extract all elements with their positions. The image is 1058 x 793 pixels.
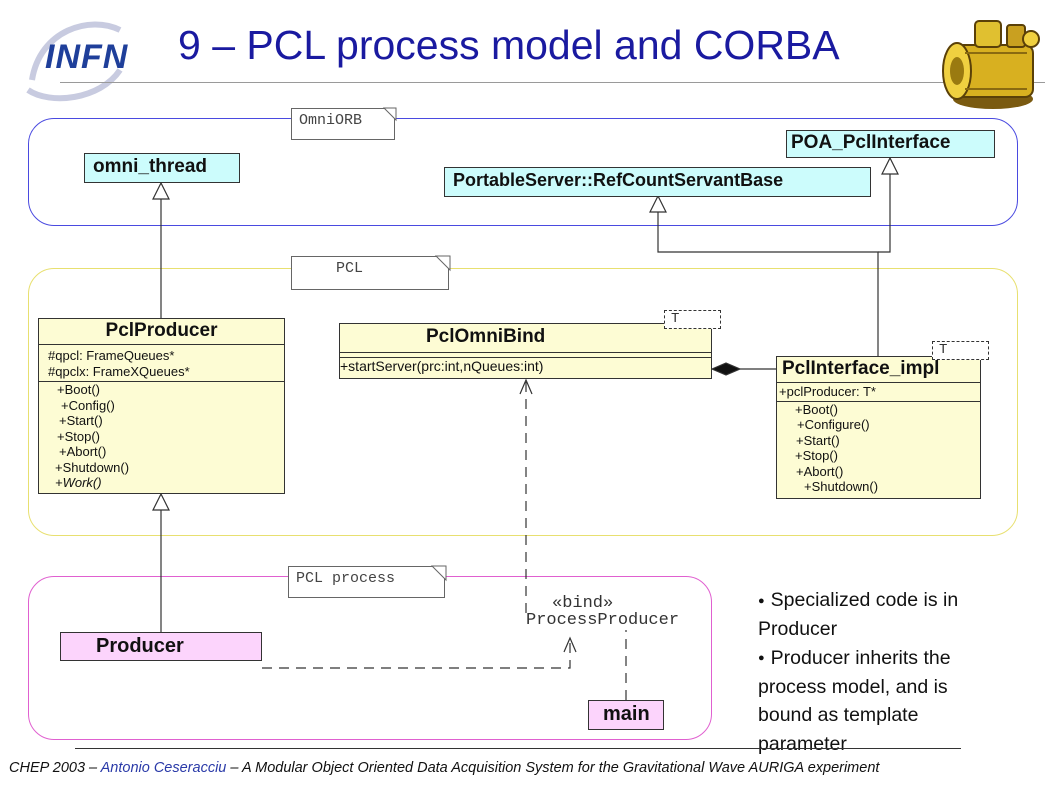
bullet-dot-icon: ● bbox=[758, 652, 765, 665]
class-poa-name: POA_PclInterface bbox=[791, 132, 951, 153]
class-main[interactable]: main bbox=[588, 700, 664, 730]
package-pcl bbox=[28, 268, 1018, 536]
footer-paper-title: – A Modular Object Oriented Data Acquisi… bbox=[226, 760, 880, 776]
package-label-pcl-text: PCL bbox=[336, 260, 364, 277]
class-pclomnibind[interactable]: PclOmniBind +startServer(prc:int,nQueues… bbox=[339, 323, 712, 379]
pclinterface-op: +Configure() bbox=[797, 417, 870, 432]
bind-stereotype: «bind» bbox=[552, 594, 614, 613]
pclinterface-op: +Abort() bbox=[796, 463, 844, 479]
footer-conference: CHEP 2003 – bbox=[9, 760, 101, 776]
class-pclproducer-name: PclProducer bbox=[105, 320, 218, 341]
pclomnibind-template-param: T bbox=[664, 310, 721, 329]
package-label-omniorb: OmniORB bbox=[291, 108, 395, 140]
title-rule bbox=[60, 82, 1045, 83]
class-main-name: main bbox=[603, 703, 650, 725]
pclinterface-template-param: T bbox=[932, 341, 989, 360]
footer-rule bbox=[75, 748, 961, 749]
infn-logo-text: INFN bbox=[45, 38, 129, 76]
process-producer-label: ProcessProducer bbox=[526, 611, 680, 630]
pclproducer-attr: #qpclx: FrameXQueues* bbox=[48, 363, 190, 379]
bullet-text: Specialized code is in Producer bbox=[758, 589, 959, 641]
pclproducer-op: +Config() bbox=[61, 397, 115, 413]
class-refcount-name: PortableServer::RefCountServantBase bbox=[453, 170, 784, 190]
pclinterface-op: +Start() bbox=[796, 432, 840, 448]
class-omni-thread[interactable]: omni_thread bbox=[84, 153, 240, 183]
pclinterface-operations: +Boot() +Configure() +Start() +Stop() +A… bbox=[777, 402, 980, 495]
pclomnibind-op: +startServer(prc:int,nQueues:int) bbox=[340, 358, 544, 374]
pclinterface-op: +Shutdown() bbox=[804, 479, 879, 494]
pclproducer-attributes: #qpcl: FrameQueues* #qpclx: FrameXQueues… bbox=[39, 345, 284, 381]
pclproducer-attr: #qpcl: FrameQueues* bbox=[48, 348, 175, 363]
footer-author: Antonio Ceseracciu bbox=[100, 760, 227, 776]
slide-title: 9 – PCL process model and CORBA bbox=[178, 22, 840, 68]
pclinterface-op: +Stop() bbox=[795, 448, 838, 463]
package-label-pcl: PCL bbox=[291, 256, 449, 290]
pclinterface-op: +Boot() bbox=[795, 401, 838, 417]
class-pclinterface-impl-name: PclInterface_impl bbox=[782, 358, 940, 379]
bullet-dot-icon: ● bbox=[758, 594, 765, 607]
infn-logo-icon bbox=[20, 10, 130, 110]
class-pclinterface-impl[interactable]: PclInterface_impl +pclProducer: T* +Boot… bbox=[776, 356, 981, 499]
class-omni-thread-name: omni_thread bbox=[93, 156, 208, 177]
bullet-text: Producer inherits the process model, and… bbox=[758, 646, 951, 755]
pclproducer-op: +Abort() bbox=[59, 444, 107, 459]
class-producer[interactable]: Producer bbox=[60, 632, 262, 661]
class-producer-name: Producer bbox=[96, 635, 184, 657]
footer: CHEP 2003 – Antonio Ceseracciu – A Modul… bbox=[9, 760, 879, 776]
class-pclomnibind-name: PclOmniBind bbox=[426, 326, 546, 347]
pclproducer-op: +Shutdown() bbox=[55, 459, 130, 475]
pclproducer-op: +Boot() bbox=[57, 382, 100, 397]
pclproducer-op: +Start() bbox=[59, 413, 103, 428]
pclproducer-op: +Work() bbox=[55, 475, 102, 490]
class-poa-pclinterface[interactable]: POA_PclInterface bbox=[786, 130, 995, 158]
bullet-item: ●Producer inherits the process model, an… bbox=[758, 644, 998, 759]
class-refcount-servant-base[interactable]: PortableServer::RefCountServantBase bbox=[444, 167, 871, 197]
pclproducer-operations: +Boot() +Config() +Start() +Stop() +Abor… bbox=[39, 382, 284, 491]
package-label-pcl-process: PCL process bbox=[288, 566, 445, 598]
package-omniorb bbox=[28, 118, 1018, 226]
class-pclproducer[interactable]: PclProducer #qpcl: FrameQueues* #qpclx: … bbox=[38, 318, 285, 494]
pclinterface-attr: +pclProducer: T* bbox=[779, 384, 876, 399]
bullet-list: ●Specialized code is in Producer ●Produc… bbox=[758, 586, 998, 758]
pclproducer-op: +Stop() bbox=[57, 428, 100, 444]
bullet-item: ●Specialized code is in Producer bbox=[758, 586, 998, 644]
auriga-detector-icon bbox=[935, 5, 1050, 117]
